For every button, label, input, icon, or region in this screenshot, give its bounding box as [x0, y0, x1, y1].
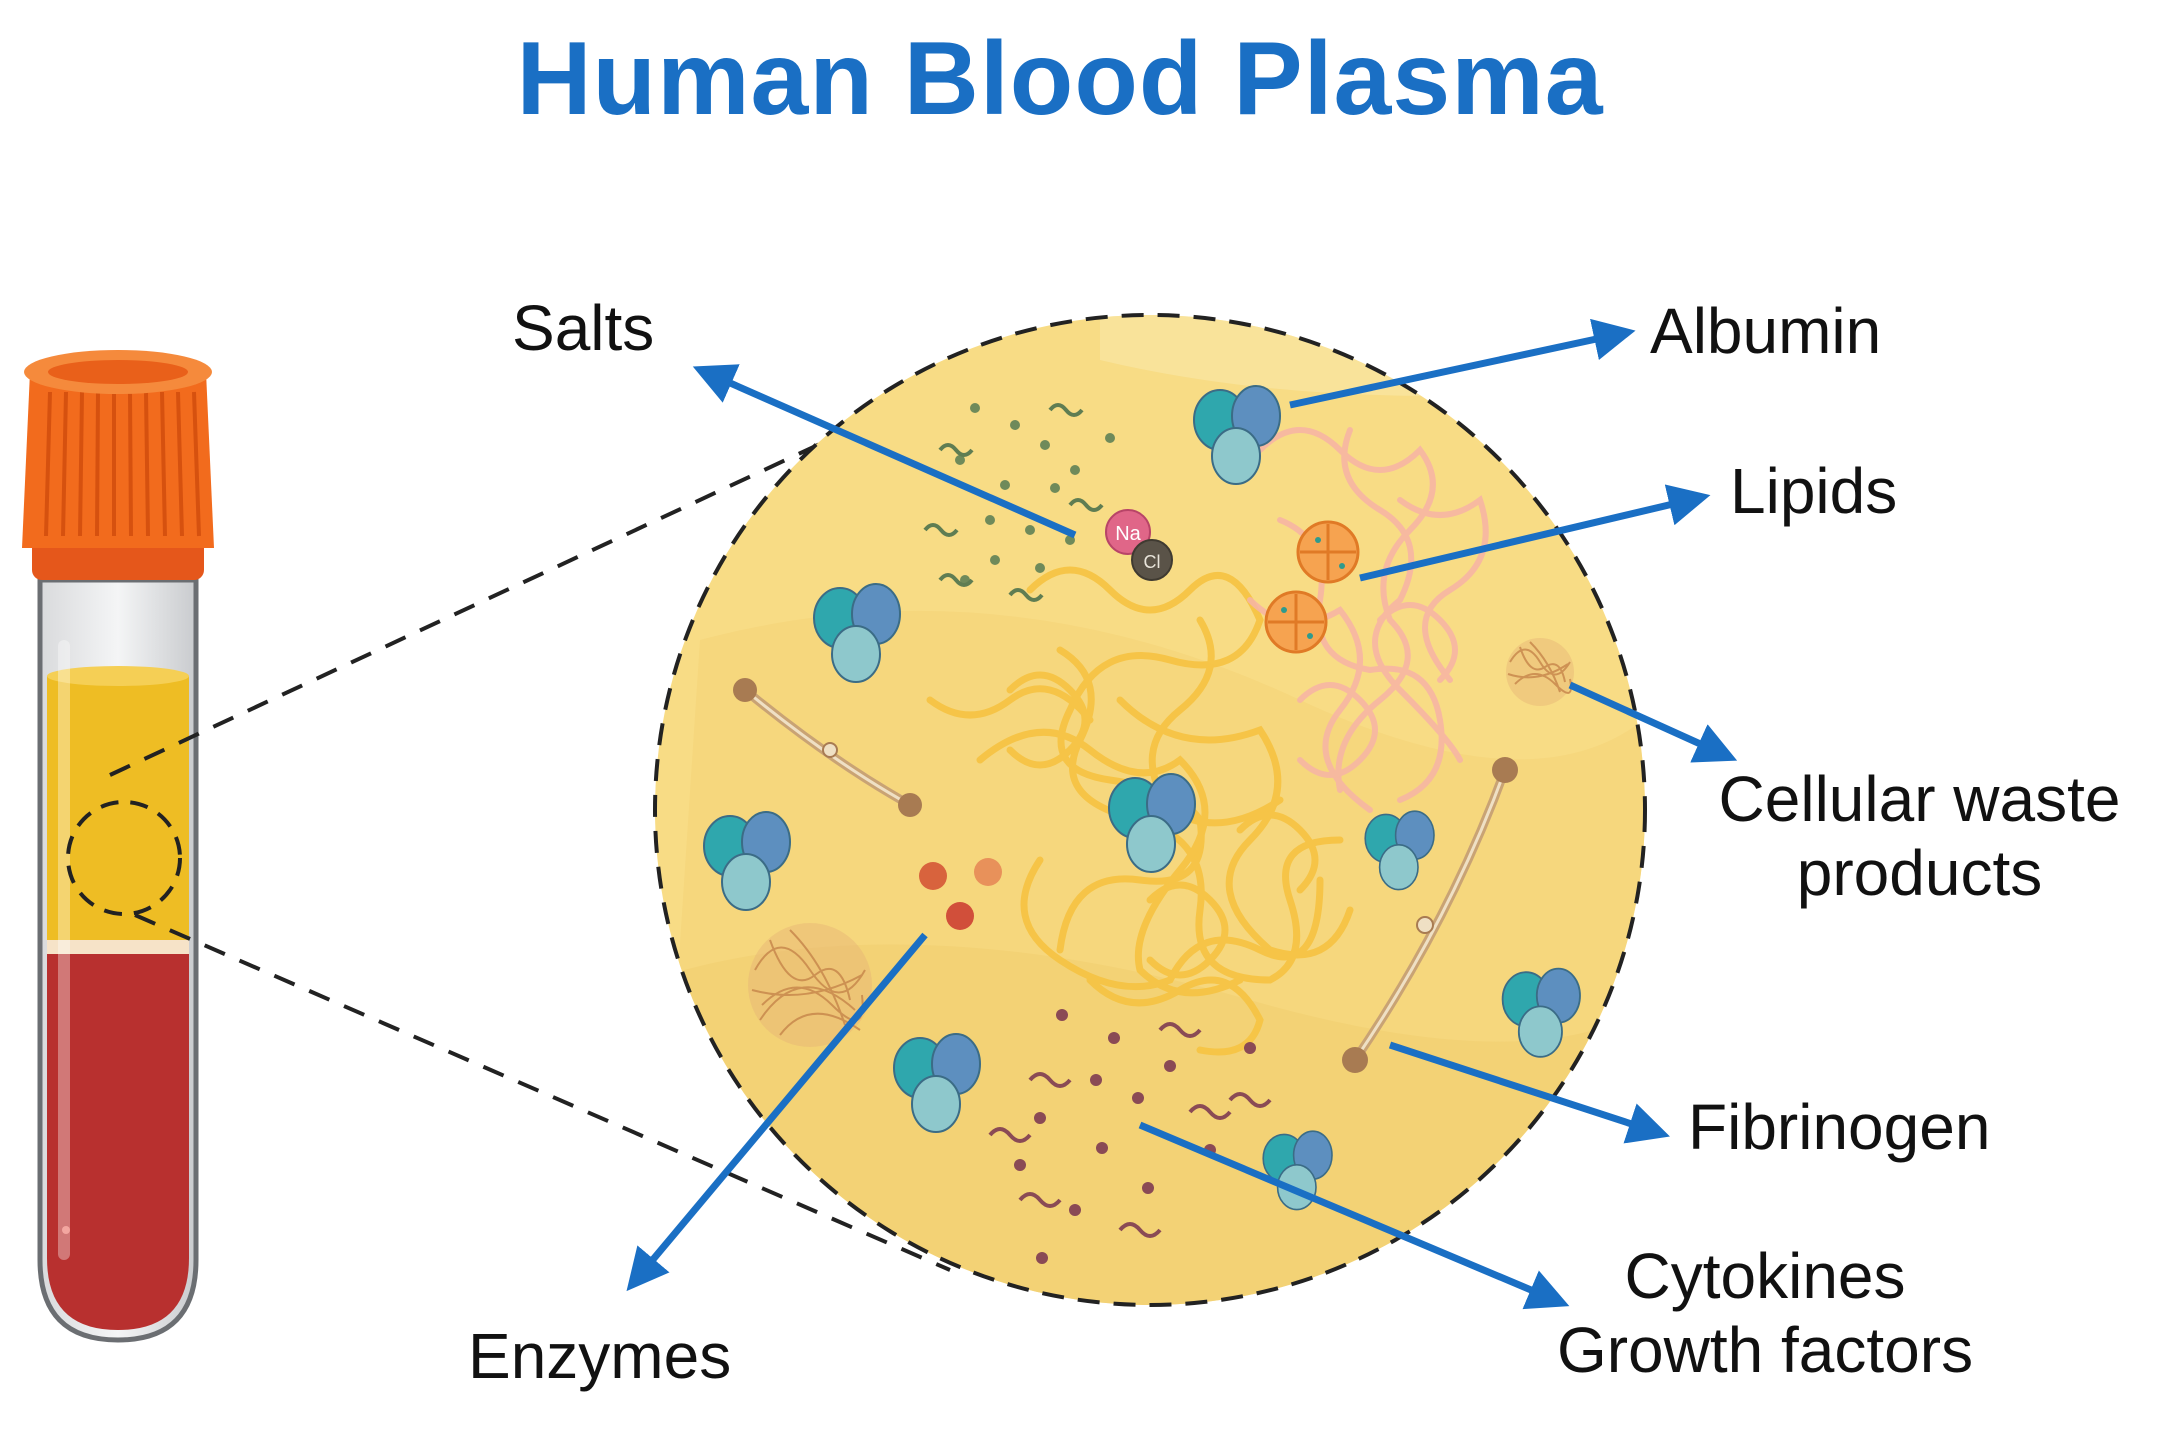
magnified-plasma-circle: Na Cl	[653, 313, 1647, 1307]
cellular-waste-label: Cellular waste products	[1672, 763, 2167, 910]
buffy-coat-layer	[47, 940, 189, 954]
enzyme-particles	[919, 858, 1002, 930]
lipid-droplets	[1264, 520, 1360, 654]
fibrinogen-arrow	[1388, 1041, 1670, 1144]
zoom-guide-lines	[109, 428, 951, 1272]
cellular-waste-label-line1: Cellular waste	[1718, 763, 2121, 835]
protein-tangle	[926, 566, 1354, 1056]
cellular-waste-arrow	[1568, 681, 1738, 763]
tube-cap	[22, 350, 214, 580]
zoom-source-circle	[66, 800, 182, 916]
salts-arrow	[692, 364, 1077, 539]
red-blood-cell-layer	[47, 950, 189, 1330]
enzymes-label: Enzymes	[468, 1320, 732, 1392]
enzymes-arrow	[626, 932, 928, 1292]
salts-label: Salts	[512, 292, 655, 364]
growth-factors-label-line2: Growth factors	[1556, 1313, 1974, 1386]
fibrinogen-label: Fibrinogen	[1688, 1091, 1991, 1163]
salt-particles	[923, 403, 1115, 602]
albumin-label: Albumin	[1650, 295, 1882, 367]
test-tube	[22, 350, 214, 1343]
albumin-arrow	[1289, 318, 1636, 409]
lipids-label: Lipids	[1730, 455, 1898, 527]
cytokines-label-line1: Cytokines	[1624, 1240, 1906, 1312]
chloride-label: Cl	[1144, 552, 1161, 572]
sodium-label: Na	[1115, 523, 1141, 545]
sodium-chloride-ion: Na Cl	[1105, 509, 1173, 581]
albumin-proteins	[703, 385, 1581, 1211]
pointer-arrows	[626, 318, 1738, 1310]
cytokines-growth-factors-label: Cytokines Growth factors	[1495, 1240, 2035, 1387]
cytokine-particles	[988, 1009, 1272, 1264]
lipids-arrow	[1359, 484, 1711, 582]
fibrinogen-strands	[733, 678, 1518, 1073]
cytokines-arrow	[1138, 1121, 1570, 1310]
cellular-waste-label-line2: products	[1796, 836, 2043, 909]
page-title: Human Blood Plasma	[516, 21, 1604, 137]
cellular-waste-clusters	[748, 638, 1574, 1047]
